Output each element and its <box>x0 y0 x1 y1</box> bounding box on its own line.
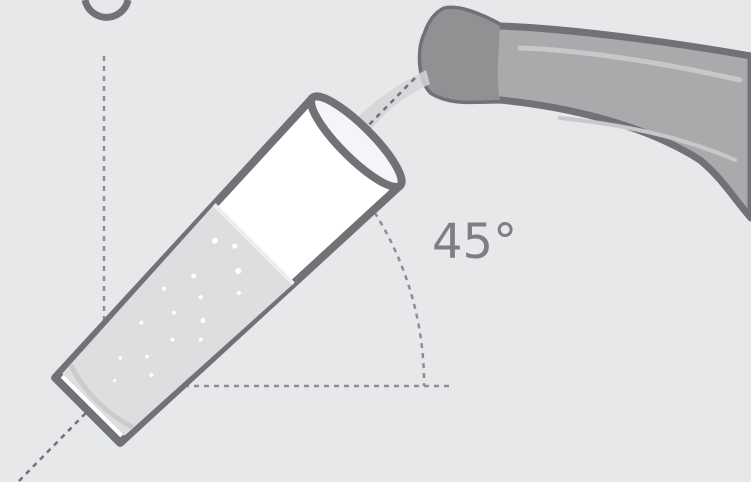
glass-icon <box>44 86 412 454</box>
bottle-icon <box>421 9 751 218</box>
top-edge-circle-fragment <box>85 0 128 17</box>
angle-label: 45° <box>432 214 517 270</box>
